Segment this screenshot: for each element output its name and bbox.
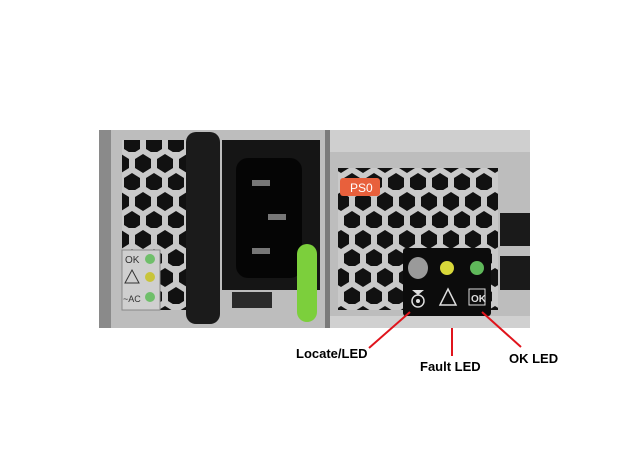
usb-port [500, 256, 530, 290]
psu-tag-label: PS0 [350, 181, 373, 195]
callout-label-fault: Fault LED [420, 359, 481, 374]
locate-led [408, 257, 428, 279]
ac-label: ~AC [123, 294, 141, 304]
psu-handle [186, 132, 220, 324]
fault-warning-icon [438, 287, 458, 306]
callout-label-ok: OK LED [509, 351, 558, 366]
callout-line-ok [481, 311, 522, 348]
ok-badge [468, 288, 486, 306]
psu-tag [340, 178, 380, 196]
led-panel: OK [403, 248, 491, 316]
ok-label: OK [125, 255, 140, 266]
psu-status-panel: OK ~AC [121, 249, 161, 311]
ok-led [470, 261, 484, 275]
release-latch [297, 244, 317, 322]
warning-icon [124, 268, 140, 284]
locate-icon [411, 290, 425, 308]
callout-line-locate [368, 311, 411, 349]
fault-led [440, 261, 454, 275]
ok-badge-label: OK [471, 294, 487, 305]
callout-label-locate: Locate/LED [296, 346, 368, 361]
usb-port [500, 213, 530, 246]
